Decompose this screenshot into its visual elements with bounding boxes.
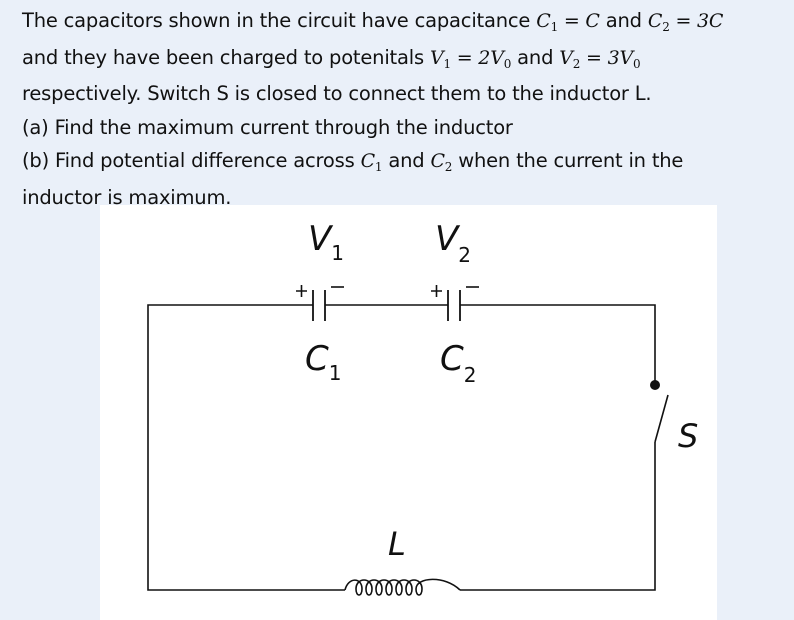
switch-blade xyxy=(654,394,669,443)
problem-line-3: respectively. Switch S is closed to conn… xyxy=(22,82,652,105)
math-c1: C1 xyxy=(360,150,383,174)
math-c1-eq: C1 = C xyxy=(536,10,600,34)
wire-top-left xyxy=(147,304,305,535)
circuit-diagram: V1 V2 C1 C2 L S xyxy=(147,219,698,596)
inductor-coil xyxy=(344,578,461,596)
switch-terminal xyxy=(650,380,660,390)
circuit-figure: V1 V2 C1 C2 L S xyxy=(100,205,717,620)
label-c1: C1 xyxy=(305,339,341,385)
problem-line-2: and they have been charged to potenitals… xyxy=(22,41,782,78)
wire-right-lower xyxy=(460,442,656,591)
label-switch: S xyxy=(678,417,698,455)
label-v1: V1 xyxy=(308,219,344,265)
problem-text: and xyxy=(599,9,648,32)
c1-plus-sign xyxy=(296,285,307,297)
math-c2-eq: C2 = 3C xyxy=(647,10,724,34)
wire-bottom-left xyxy=(147,535,345,591)
problem-part-b: (b) Find potential difference across C1 … xyxy=(22,149,684,174)
problem-statement: The capacitors shown in the circuit have… xyxy=(22,4,782,214)
label-v2: V2 xyxy=(435,219,471,267)
problem-text: The capacitors shown in the circuit have… xyxy=(22,9,537,32)
math-c2: C2 xyxy=(430,150,453,174)
problem-part-a: (a) Find the maximum current through the… xyxy=(22,115,513,139)
wire-top-right xyxy=(467,304,656,385)
label-inductor: L xyxy=(388,525,406,563)
label-c2: C2 xyxy=(440,339,476,387)
problem-line-6: inductor is maximum. xyxy=(22,185,232,209)
problem-text: and they have been charged to potenitals xyxy=(22,45,430,69)
math-v2-eq: V2 = 3V0 xyxy=(559,46,641,71)
problem-line-1: The capacitors shown in the circuit have… xyxy=(22,4,782,41)
math-v1-eq: V1 = 2V0 xyxy=(429,46,512,71)
problem-text: and xyxy=(511,45,560,69)
c2-plus-sign xyxy=(431,285,442,297)
